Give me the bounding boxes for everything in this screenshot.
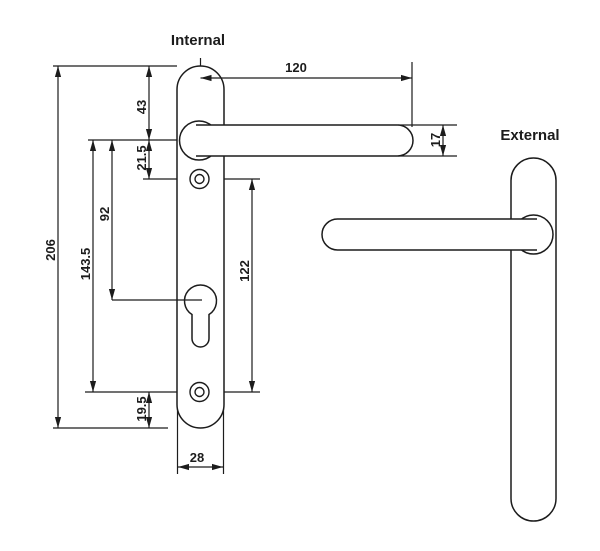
dim-label-plate-width: 28 — [190, 450, 204, 465]
dim-label-handle-to-top-screw: 21.5 — [134, 145, 149, 170]
external-backplate — [510, 157, 557, 522]
dim-label-plate-length: 206 — [43, 239, 58, 261]
internal-handle-lever — [196, 124, 414, 157]
top-screw-hole-inner — [194, 173, 205, 185]
bottom-screw-hole-inner — [194, 386, 205, 398]
external-view-title: External — [500, 127, 559, 144]
bottom-screw-hole-outer — [189, 381, 210, 403]
dim-label-top-to-handle: 43 — [134, 100, 149, 114]
top-screw-hole-outer — [189, 168, 210, 190]
dim-label-handle-length: 120 — [285, 60, 307, 75]
dim-label-bottom-screw-to-end: 19.5 — [134, 396, 149, 421]
internal-view-title: Internal — [171, 32, 225, 49]
external-handle-lever — [321, 218, 537, 251]
dim-label-screw-centres: 122 — [237, 260, 252, 282]
internal-backplate — [176, 65, 225, 429]
dim-label-handle-to-cylinder: 92 — [97, 207, 112, 221]
dim-label-handle-to-bottom-screw: 143.5 — [78, 248, 93, 281]
dim-label-handle-thickness: 17 — [428, 133, 443, 147]
